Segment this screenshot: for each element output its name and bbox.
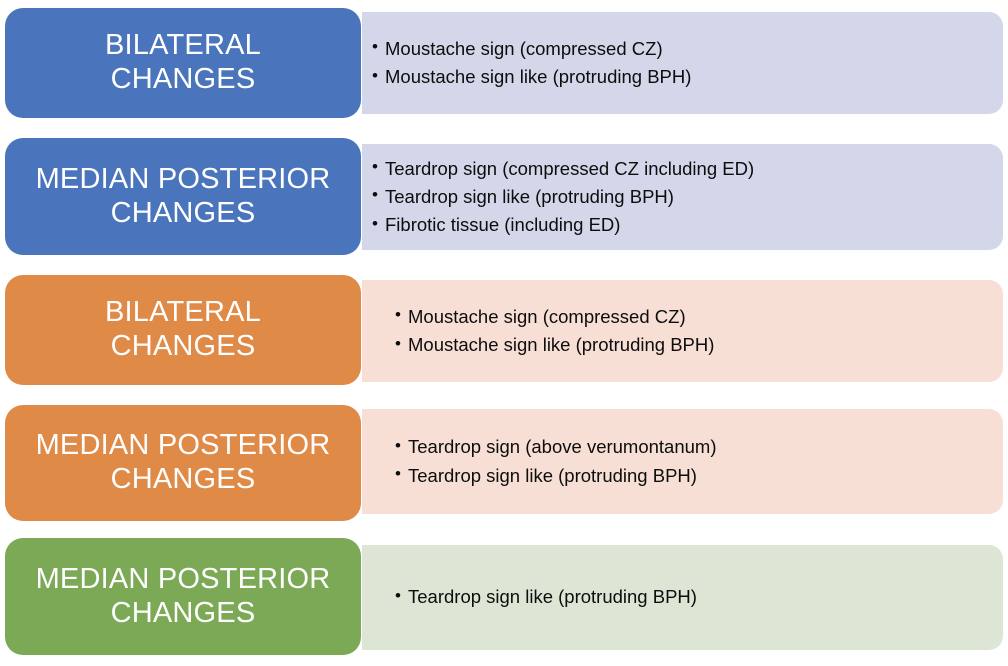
finding-list: Teardrop sign (above verumontanum)Teardr…	[362, 433, 1003, 489]
finding-list: Teardrop sign (compressed CZ including E…	[362, 154, 1003, 239]
category-label: BILATERAL CHANGES	[105, 29, 261, 95]
finding-item: Teardrop sign (compressed CZ including E…	[372, 154, 1003, 183]
category-box[interactable]: BILATERAL CHANGES	[5, 8, 361, 118]
finding-item: Teardrop sign like (protruding BPH)	[395, 461, 1003, 490]
finding-item: Moustache sign (compressed CZ)	[372, 34, 1003, 63]
finding-item: Moustache sign like (protruding BPH)	[395, 330, 1003, 359]
category-box[interactable]: BILATERAL CHANGES	[5, 275, 361, 385]
detail-panel: Moustache sign (compressed CZ)Moustache …	[362, 280, 1003, 382]
finding-list: Teardrop sign like (protruding BPH)	[362, 583, 1003, 611]
category-label: MEDIAN POSTERIOR CHANGES	[35, 562, 331, 629]
finding-item: Teardrop sign like (protruding BPH)	[395, 583, 1003, 611]
finding-item: Moustache sign like (protruding BPH)	[372, 62, 1003, 91]
finding-list: Moustache sign (compressed CZ)Moustache …	[362, 34, 1003, 91]
category-label: MEDIAN POSTERIOR CHANGES	[35, 429, 331, 495]
category-box[interactable]: MEDIAN POSTERIOR CHANGES	[5, 405, 361, 521]
detail-panel: Teardrop sign (compressed CZ including E…	[362, 144, 1003, 250]
detail-panel: Moustache sign (compressed CZ)Moustache …	[362, 12, 1003, 114]
finding-item: Teardrop sign (above verumontanum)	[395, 433, 1003, 461]
finding-item: Moustache sign (compressed CZ)	[395, 302, 1003, 331]
category-box[interactable]: MEDIAN POSTERIOR CHANGES	[5, 138, 361, 255]
finding-item: Fibrotic tissue (including ED)	[372, 211, 1003, 239]
finding-list: Moustache sign (compressed CZ)Moustache …	[362, 302, 1003, 359]
category-label: MEDIAN POSTERIOR CHANGES	[35, 162, 331, 229]
category-box[interactable]: MEDIAN POSTERIOR CHANGES	[5, 538, 361, 655]
finding-item: Teardrop sign like (protruding BPH)	[372, 182, 1003, 211]
category-label: BILATERAL CHANGES	[105, 296, 261, 362]
detail-panel: Teardrop sign (above verumontanum)Teardr…	[362, 409, 1003, 514]
detail-panel: Teardrop sign like (protruding BPH)	[362, 545, 1003, 650]
